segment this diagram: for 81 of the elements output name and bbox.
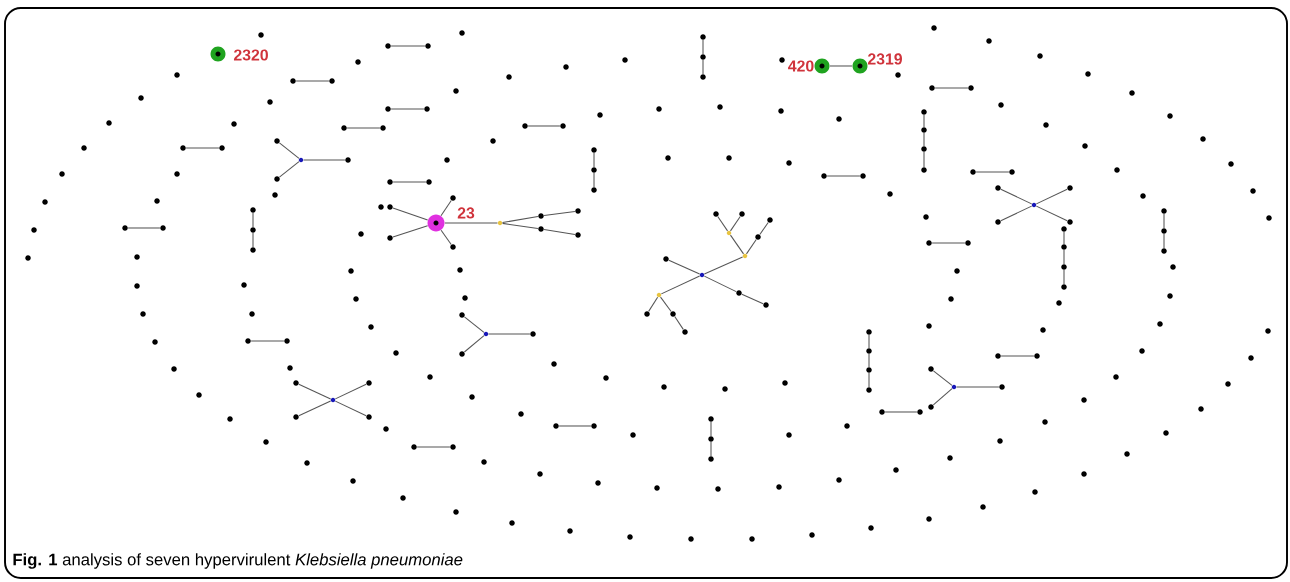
connector-line: [826, 175, 861, 177]
connector-line: [1063, 269, 1065, 285]
connector-line: [729, 234, 745, 255]
connector-line: [648, 296, 659, 312]
connector-line: [527, 125, 561, 127]
connector-line: [660, 275, 701, 295]
connector-line: [829, 65, 853, 67]
connector-line: [278, 161, 300, 178]
connector-line: [717, 216, 729, 232]
connector-line: [710, 441, 712, 457]
connector-line: [440, 229, 452, 245]
connector-line: [502, 222, 539, 230]
connector-line: [674, 316, 684, 330]
connector-line: [502, 216, 539, 224]
connector-line: [923, 114, 925, 128]
connector-line: [932, 370, 953, 386]
connector-line: [759, 222, 769, 235]
connector-line: [392, 225, 429, 238]
connector-line: [745, 239, 757, 255]
node-label: 420: [788, 60, 814, 72]
connector-line: [444, 222, 498, 224]
connector-line: [334, 400, 367, 417]
connector-line: [390, 108, 425, 110]
connector-line: [593, 172, 595, 188]
connector-line: [660, 296, 672, 312]
connector-line: [1000, 355, 1035, 357]
connector-line: [1063, 249, 1065, 265]
connector-line: [1000, 205, 1033, 222]
connector-line: [702, 59, 704, 75]
connector-line: [1163, 233, 1165, 249]
connector-line: [440, 200, 452, 217]
connector-line: [463, 335, 485, 353]
connector-line: [668, 259, 701, 275]
connector-line: [729, 216, 741, 232]
connector-line: [127, 227, 161, 229]
connector-line: [741, 293, 764, 305]
connector-line: [923, 151, 925, 168]
connector-line: [1163, 213, 1165, 229]
connector-line: [543, 210, 576, 217]
connector-line: [934, 87, 969, 89]
connector-line: [334, 383, 367, 400]
node-label: 2320: [233, 49, 268, 61]
node-label: 2319: [867, 53, 902, 65]
connector-line: [390, 45, 426, 47]
caption: Fig. 1 analysis of seven hypervirulent Klebsiella pneumoniae: [13, 553, 463, 569]
connector-line: [463, 316, 485, 333]
connector-line: [252, 232, 254, 248]
connector-line: [558, 425, 592, 427]
connector-line: [1035, 188, 1068, 205]
connector-line: [250, 340, 285, 342]
connector-line: [975, 171, 1010, 173]
connector-line: [185, 147, 220, 149]
connector-line: [298, 383, 332, 400]
connector-line: [956, 386, 1000, 388]
connector-line: [346, 127, 381, 129]
connector-line: [416, 446, 451, 448]
connector-line: [543, 228, 576, 236]
connector-line: [703, 275, 737, 293]
connector-line: [923, 132, 925, 147]
connector-line: [295, 80, 330, 82]
connector-line: [868, 353, 870, 368]
connector-line: [593, 152, 595, 168]
connector-line: [703, 256, 744, 275]
connector-line: [702, 39, 704, 55]
connector-line: [392, 181, 427, 183]
connector-line: [392, 207, 429, 221]
connector-line: [1035, 205, 1068, 222]
connector-line: [298, 400, 332, 417]
connector-line: [303, 159, 346, 161]
connector-line: [931, 242, 966, 244]
connector-line: [932, 388, 953, 406]
connector-line: [868, 372, 870, 388]
connector-line: [1000, 188, 1033, 205]
connector-line: [278, 142, 300, 159]
connector-line: [488, 333, 531, 335]
connector-line: [884, 411, 918, 413]
connector-line: [868, 334, 870, 349]
connector-line: [710, 421, 712, 437]
connector-line: [1063, 231, 1065, 245]
node-label: 23: [457, 207, 475, 219]
connector-line: [252, 212, 254, 228]
